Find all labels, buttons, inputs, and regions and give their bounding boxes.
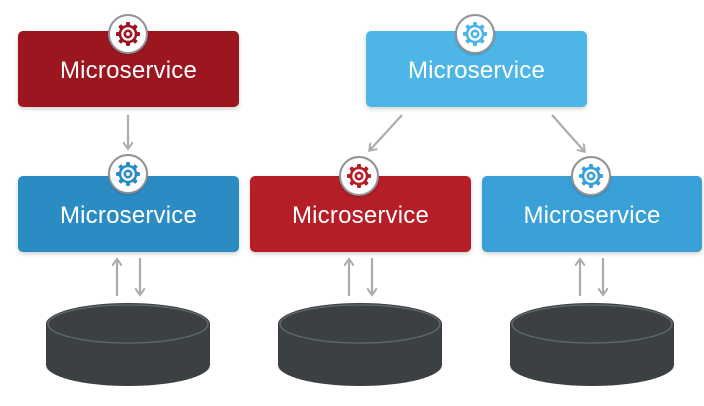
gear-icon xyxy=(108,154,148,194)
microservice-label: Microservice xyxy=(59,57,198,84)
gear-icon xyxy=(571,156,611,196)
gear-icon xyxy=(455,14,495,54)
microservice-label: Microservice xyxy=(59,202,198,229)
read-write-arrows-right xyxy=(580,258,603,296)
database-icon xyxy=(46,303,210,386)
arrow-ms-top-right-to-ms-bottom-middle xyxy=(370,114,403,150)
read-write-arrows-left xyxy=(117,258,140,296)
database-icon xyxy=(278,303,442,386)
gear-icon xyxy=(108,14,148,54)
gear-icon xyxy=(339,156,379,196)
microservice-label: Microservice xyxy=(291,202,430,229)
microservice-label: Microservice xyxy=(523,202,661,229)
database-icon xyxy=(510,303,674,386)
read-write-arrows-middle xyxy=(349,258,372,296)
microservice-label: Microservice xyxy=(407,57,546,84)
arrow-ms-top-right-to-ms-bottom-right xyxy=(551,114,584,151)
